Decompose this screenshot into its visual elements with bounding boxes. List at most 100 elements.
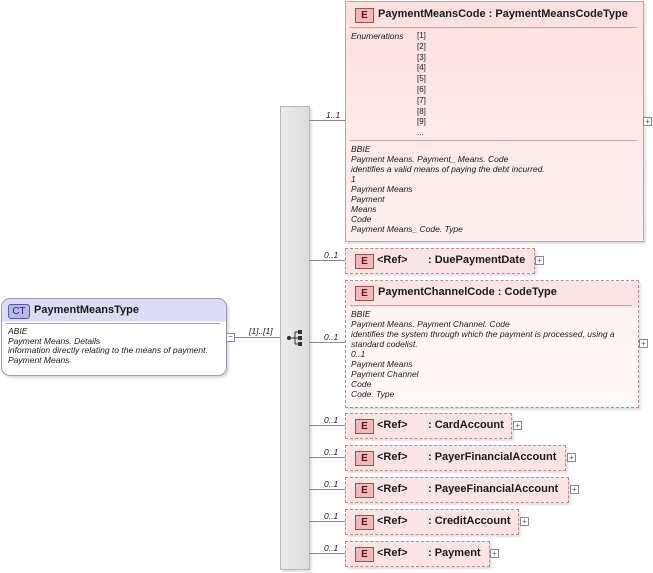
element-cardinality: 1..1 [326, 110, 341, 120]
expand-toggle-icon[interactable]: + [490, 549, 499, 558]
annotation-line: Payment Means [351, 359, 413, 369]
element-payer-financial-account[interactable]: E <Ref> : PayerFinancialAccount [345, 445, 566, 471]
complex-type-annotation: ABIE Payment Means. Details information … [8, 326, 208, 365]
enumeration-item: [7] [417, 95, 426, 105]
expand-toggle-icon[interactable]: + [513, 421, 522, 430]
element-ref-label: <Ref> [377, 515, 408, 527]
enumeration-item: [3] [417, 52, 426, 62]
element-divider [350, 305, 632, 306]
branch-line [309, 489, 345, 490]
annotation-line: Payment Means_ Code. Type [351, 224, 463, 234]
annotation-line: identifies the system through which the … [351, 329, 615, 339]
element-payment-means-code[interactable]: E PaymentMeansCode : PaymentMeansCodeTyp… [345, 1, 644, 242]
annotation-line: Payment Means. Details [8, 335, 101, 346]
expand-toggle-icon[interactable]: + [639, 339, 648, 348]
element-due-payment-date[interactable]: E <Ref> : DuePaymentDate [345, 248, 535, 274]
element-credit-account[interactable]: E <Ref> : CreditAccount [345, 509, 519, 535]
expand-toggle-icon[interactable]: + [567, 453, 576, 462]
element-cardinality: 0..1 [324, 447, 339, 457]
element-card-account[interactable]: E <Ref> : CardAccount [345, 413, 512, 439]
element-ref-label: <Ref> [377, 547, 408, 559]
element-badge: E [355, 286, 374, 301]
annotation-line: 0..1 [351, 349, 366, 359]
element-title: : CardAccount [428, 419, 504, 431]
element-ref-label: <Ref> [377, 419, 408, 431]
complex-type-cardinality: [1]..[1] [249, 326, 273, 336]
annotation-line: Payment Means. Payment_ Means. Code [351, 154, 509, 164]
branch-line [309, 457, 345, 458]
expand-toggle-icon[interactable]: + [643, 117, 652, 126]
expand-toggle-icon[interactable]: + [570, 485, 579, 494]
enumeration-item: [6] [417, 84, 426, 94]
element-title: : PayeeFinancialAccount [428, 483, 559, 495]
element-cardinality: 0..1 [324, 332, 339, 342]
sequence-icon [287, 330, 302, 346]
annotation-line: ABIE [8, 326, 28, 336]
annotation-line: Payment Channel [351, 369, 419, 379]
element-payee-financial-account[interactable]: E <Ref> : PayeeFinancialAccount [345, 477, 569, 503]
collapse-toggle-icon[interactable]: − [226, 333, 235, 342]
element-cardinality: 0..1 [324, 511, 339, 521]
branch-line [309, 342, 345, 343]
enumeration-item: [9] [417, 117, 426, 127]
element-title: PaymentChannelCode : CodeType [378, 286, 557, 298]
enumeration-item: [8] [417, 106, 426, 116]
expand-toggle-icon[interactable]: + [520, 517, 529, 526]
element-divider [350, 27, 637, 28]
element-badge: E [355, 483, 374, 498]
annotation-line: Payment Means [8, 354, 70, 365]
annotation-line: Payment Means [351, 184, 413, 194]
expand-toggle-icon[interactable]: + [535, 256, 544, 265]
element-title: : DuePaymentDate [428, 254, 526, 266]
branch-line [309, 521, 345, 522]
element-annotation: BBIE Payment Means. Payment Channel. Cod… [351, 309, 615, 399]
element-badge: E [355, 419, 374, 434]
enumeration-item: [5] [417, 74, 426, 84]
annotation-line: identifies a valid means of paying the d… [351, 164, 545, 174]
annotation-line: 1 [351, 174, 356, 184]
enumeration-item: [2] [417, 41, 426, 51]
annotation-line: Means [351, 204, 377, 214]
branch-line [309, 553, 345, 554]
element-badge: E [355, 547, 374, 562]
element-cardinality: 0..1 [324, 543, 339, 553]
branch-line [309, 120, 345, 121]
element-badge: E [355, 8, 374, 23]
annotation-line: BBIE [351, 309, 371, 319]
element-badge: E [355, 254, 374, 269]
annotation-line: Code [351, 379, 372, 389]
annotation-line: standard codelist. [351, 339, 418, 349]
enumeration-item: ... [417, 128, 424, 138]
element-annotation: BBIE Payment Means. Payment_ Means. Code… [351, 144, 545, 234]
branch-line [309, 425, 345, 426]
connector-line [235, 337, 280, 338]
annotation-line: BBIE [351, 144, 371, 154]
annotation-line: Payment [351, 194, 385, 204]
annotation-line: information directly relating to the mea… [8, 345, 208, 355]
element-title: : PayerFinancialAccount [428, 451, 557, 463]
complex-type-divider [6, 323, 220, 324]
element-divider [350, 140, 637, 141]
element-payment-channel-code[interactable]: E PaymentChannelCode : CodeType BBIE Pay… [345, 280, 639, 408]
element-title: PaymentMeansCode : PaymentMeansCodeType [378, 8, 628, 20]
element-badge: E [355, 451, 374, 466]
enumerations-label: Enumerations [351, 31, 404, 41]
element-ref-label: <Ref> [377, 451, 408, 463]
complex-type-badge: CT [8, 304, 30, 319]
enumeration-item: [1] [417, 31, 426, 40]
element-ref-label: <Ref> [377, 483, 408, 495]
element-cardinality: 0..1 [324, 250, 339, 260]
enumeration-list: [1] [2] [3] [4] [5] [6] [7] [8] [9] ... [417, 31, 426, 139]
complex-type-name: PaymentMeansType [34, 304, 139, 316]
complex-type-box[interactable]: CT PaymentMeansType ABIE Payment Means. … [1, 298, 227, 376]
annotation-line: Payment Means. Payment Channel. Code [351, 319, 510, 329]
element-badge: E [355, 515, 374, 530]
element-ref-label: <Ref> [377, 254, 408, 266]
element-cardinality: 0..1 [324, 415, 339, 425]
annotation-line: Code [351, 214, 372, 224]
element-title: : Payment [428, 547, 481, 559]
enumeration-item: [4] [417, 63, 426, 73]
element-title: : CreditAccount [428, 515, 511, 527]
element-payment[interactable]: E <Ref> : Payment [345, 541, 490, 567]
branch-line [309, 260, 345, 261]
